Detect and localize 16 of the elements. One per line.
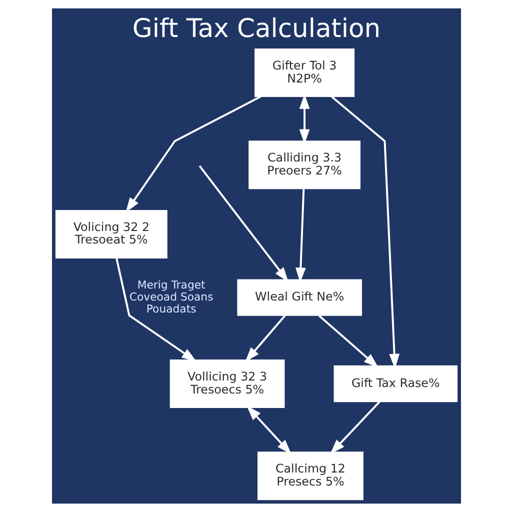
arrow: [246, 406, 291, 454]
node-box: Wleal Gift Ne%: [236, 279, 362, 316]
arrow: [125, 96, 261, 212]
node-box: Callcimg 12 Presecs 5%: [257, 452, 363, 500]
node-box: Volicing 32 2 Tresoeat 5%: [54, 210, 167, 258]
arrow: [318, 314, 378, 368]
arrow: [244, 314, 286, 362]
node-box: Vollicing 32 3 Tresoecs 5%: [169, 360, 284, 408]
arrow: [198, 165, 288, 282]
node-box: Gifter Tol 3 N2P%: [254, 48, 354, 98]
node-box: Calliding 3.3 Preoers 27%: [248, 140, 360, 190]
diagram-title: Gift Tax Calculation: [132, 14, 380, 44]
edge-label: Merig Traget Coveoad Soans Pouadats: [128, 278, 213, 316]
arrow: [115, 258, 196, 362]
arrow: [330, 401, 380, 454]
node-box: Gift Tax Rase%: [333, 365, 458, 402]
